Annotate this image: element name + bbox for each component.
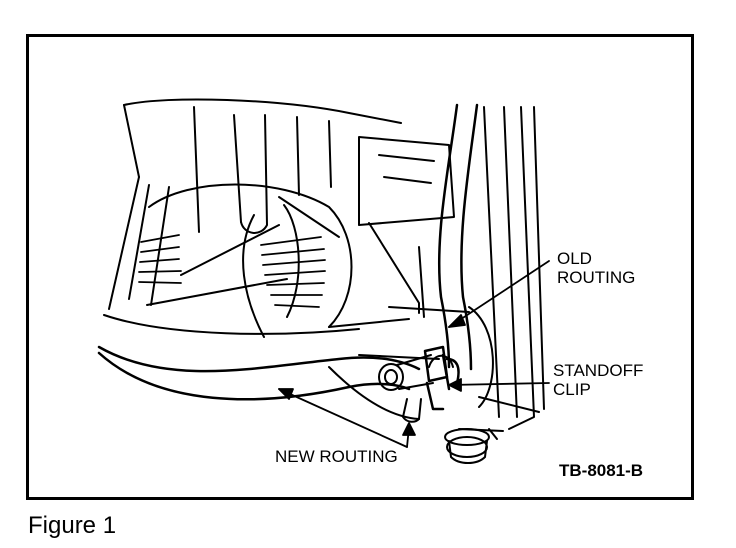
standoff-clip-arrowhead [448, 378, 462, 392]
drain-fitting [444, 428, 504, 464]
standoff-clip-leader [448, 382, 550, 386]
heater-case [103, 136, 470, 335]
heater-hose-illustration [97, 98, 550, 464]
standoff-clip-shape [423, 345, 460, 411]
figure-frame: OLD ROUTING STANDOFF CLIP NEW ROUTING TB… [26, 34, 694, 500]
lower-duct [328, 354, 440, 420]
figure-code: TB-8081-B [559, 461, 644, 480]
new-hose-routing [97, 345, 421, 401]
blower-housing [108, 98, 402, 338]
old-routing-arrowhead [448, 314, 466, 328]
new-routing-arrowhead [278, 388, 294, 400]
old-routing-leader [448, 260, 550, 328]
new-routing-arrowhead-2 [402, 422, 416, 436]
blower-fins [138, 234, 326, 308]
callout-leaders [278, 260, 550, 448]
new-routing-label: NEW ROUTING [275, 447, 398, 466]
standoff-clip-label: STANDOFF CLIP [553, 361, 644, 399]
new-routing-leader [278, 388, 408, 448]
old-hose-routing [437, 103, 479, 371]
old-routing-label: OLD ROUTING [557, 249, 636, 287]
figure-caption: Figure 1 [28, 512, 117, 539]
heater-core [468, 106, 545, 430]
